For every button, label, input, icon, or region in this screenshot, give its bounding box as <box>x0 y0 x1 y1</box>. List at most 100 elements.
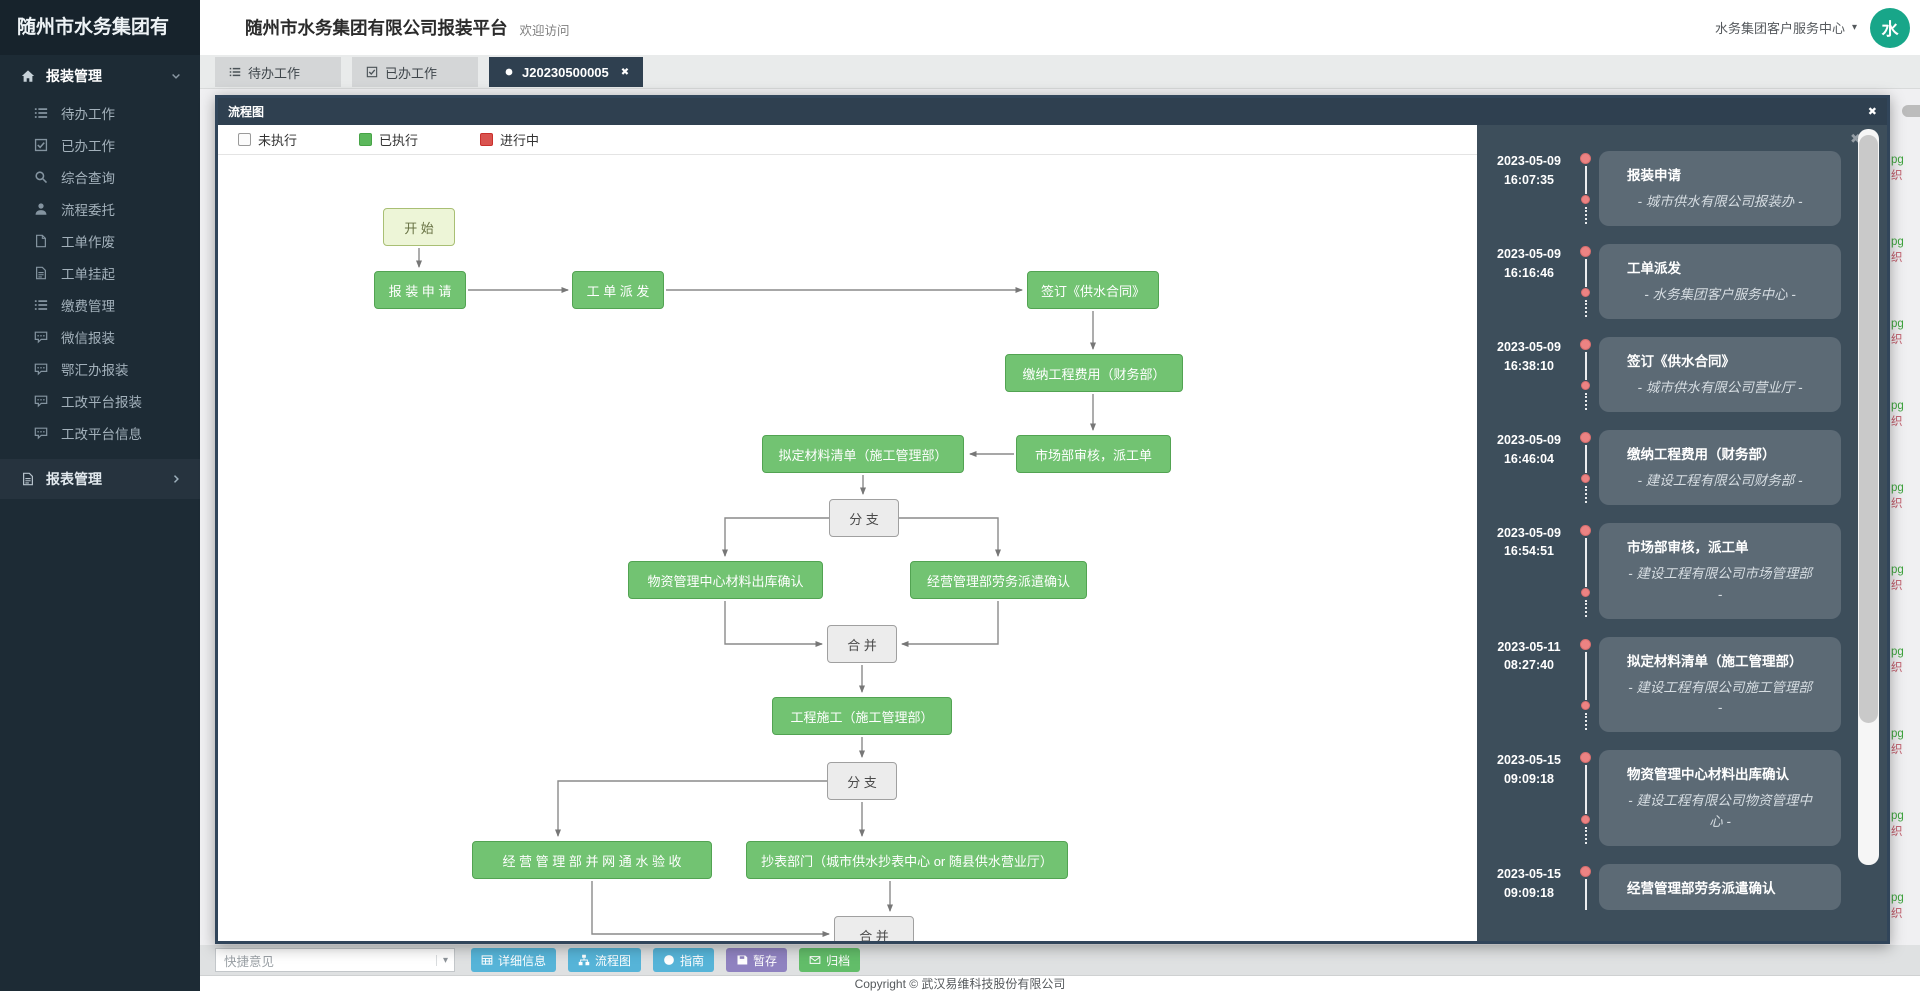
tab-label: 已办工作 <box>385 65 438 81</box>
sidebar-item-reports[interactable]: 报表管理 <box>0 459 200 499</box>
timeline-scrollbar-thumb[interactable] <box>1859 135 1878 723</box>
footer: Copyright © 武汉易维科技股份有限公司 <box>200 975 1920 991</box>
sidebar-item-9[interactable]: 鄂汇办报装 <box>0 353 200 385</box>
sidebar-section-label: 报装管理 <box>46 68 102 84</box>
legend-label: 进行中 <box>500 133 540 148</box>
comment-icon <box>34 330 48 344</box>
timeline-card-title: 签订《供水合同》 <box>1627 353 1735 369</box>
timeline-card-dept: - 建设工程有限公司财务部 - <box>1637 472 1803 488</box>
action-button-3[interactable]: 指南 <box>653 948 715 972</box>
user-menu[interactable]: 水务集团客户服务中心 ▾ 水 <box>1715 7 1910 48</box>
timeline-dot-small <box>1581 815 1590 825</box>
sidebar-item-2[interactable]: 已办工作 <box>0 129 200 161</box>
copyright-text: Copyright © 武汉易维科技股份有限公司 <box>854 977 1066 991</box>
timeline-card: 经营管理部劳务派遣确认 <box>1599 864 1841 911</box>
sidebar-item-4[interactable]: 流程委托 <box>0 193 200 225</box>
tab-label: 待办工作 <box>248 65 301 81</box>
user-icon <box>34 202 48 216</box>
search-icon <box>34 170 48 184</box>
sidebar-item-label: 综合查询 <box>61 171 115 186</box>
background-scrollbar-fragment <box>1902 105 1920 117</box>
timeline-dot <box>1580 638 1591 650</box>
info-icon <box>663 954 675 966</box>
sidebar-item-label: 鄂汇办报装 <box>61 363 129 378</box>
quick-opinion-select[interactable]: 快捷意见 ▾ <box>215 948 455 972</box>
sidebar-item-5[interactable]: 工单作废 <box>0 225 200 257</box>
sidebar-item-label: 待办工作 <box>61 107 115 122</box>
timeline-card: 市场部审核，派工单- 建设工程有限公司市场管理部 - <box>1599 522 1841 619</box>
timeline-card-title: 工单派发 <box>1627 260 1681 276</box>
list-icon <box>34 298 48 312</box>
sidebar-item-11[interactable]: 工改平台信息 <box>0 417 200 449</box>
sidebar-section-baozhuang[interactable]: 报装管理 <box>0 55 200 97</box>
action-button-label: 归档 <box>826 953 851 968</box>
list-icon <box>229 66 241 78</box>
timeline-dot <box>1580 245 1591 257</box>
tab-close-icon[interactable]: ✖ <box>620 66 630 78</box>
timeline-card-dept: - 建设工程有限公司市场管理部 - <box>1628 565 1812 602</box>
action-button-1[interactable]: 详细信息 <box>471 948 557 972</box>
tab-1[interactable]: 待办工作 <box>215 57 341 87</box>
timeline-dot-small <box>1581 701 1590 711</box>
chevron-down-icon <box>170 70 182 82</box>
sidebar-item-1[interactable]: 待办工作 <box>0 97 200 129</box>
flow-node-m1: 合 并 <box>827 625 897 663</box>
save-icon <box>736 954 748 966</box>
modal-close-icon[interactable]: ✖ <box>1867 106 1877 118</box>
action-button-2[interactable]: 流程图 <box>568 948 642 972</box>
timeline-card-dept: - 建设工程有限公司物资管理中心 - <box>1628 793 1812 830</box>
flow-node-n6: 市场部审核，派工单 <box>1016 435 1171 473</box>
home-icon <box>21 69 35 83</box>
sidebar-item-8[interactable]: 微信报装 <box>0 321 200 353</box>
sidebar-item-7[interactable]: 缴费管理 <box>0 289 200 321</box>
flow-node-start: 开 始 <box>383 208 455 246</box>
modal-title-bar: 流程图 ✖ <box>218 98 1887 125</box>
action-button-5[interactable]: 归档 <box>799 948 861 972</box>
sidebar-item-label: 工单挂起 <box>61 267 115 282</box>
timeline-close-icon[interactable]: ✖ <box>1850 131 1861 146</box>
sidebar-item-6[interactable]: 工单挂起 <box>0 257 200 289</box>
tab-2[interactable]: 已办工作 <box>352 57 478 87</box>
welcome-text: 欢迎访问 <box>519 24 570 38</box>
flow-node-n11: 抄表部门（城市供水抄表中心 or 随县供水营业厅） <box>746 841 1068 879</box>
check-square-icon <box>366 66 378 78</box>
avatar: 水 <box>1870 7 1910 48</box>
flow-node-n9: 工程施工（施工管理部） <box>772 697 952 735</box>
sidebar-item-10[interactable]: 工改平台报装 <box>0 385 200 417</box>
tab-3[interactable]: J20230500005✖ <box>489 57 644 87</box>
timeline-dot-small <box>1581 380 1590 390</box>
sidebar-report-label: 报表管理 <box>46 471 102 487</box>
detail-icon <box>481 954 493 966</box>
flow-node-b2: 分 支 <box>827 762 897 800</box>
sidebar-item-label: 已办工作 <box>61 139 115 154</box>
flow-node-n4: 缴纳工程费用（财务部） <box>1005 354 1183 392</box>
timeline-card: 工单派发 - 水务集团客户服务中心 - <box>1599 243 1841 319</box>
timeline-card-title: 拟定材料清单（施工管理部） <box>1627 653 1803 669</box>
quick-opinion-placeholder: 快捷意见 <box>224 954 275 969</box>
action-button-4[interactable]: 暂存 <box>726 948 788 972</box>
flow-node-n10: 经 营 管 理 部 并 网 通 水 验 收 <box>472 841 712 879</box>
timeline-dot-small <box>1581 194 1590 204</box>
sidebar-item-3[interactable]: 综合查询 <box>0 161 200 193</box>
flow-node-n5: 拟定材料清单（施工管理部） <box>762 435 964 473</box>
action-button-label: 指南 <box>680 953 705 968</box>
timeline-card-dept: - 水务集团客户服务中心 - <box>1644 286 1796 302</box>
comment-icon <box>34 394 48 408</box>
timeline-card: 物资管理中心材料出库确认- 建设工程有限公司物资管理中心 - <box>1599 750 1841 847</box>
